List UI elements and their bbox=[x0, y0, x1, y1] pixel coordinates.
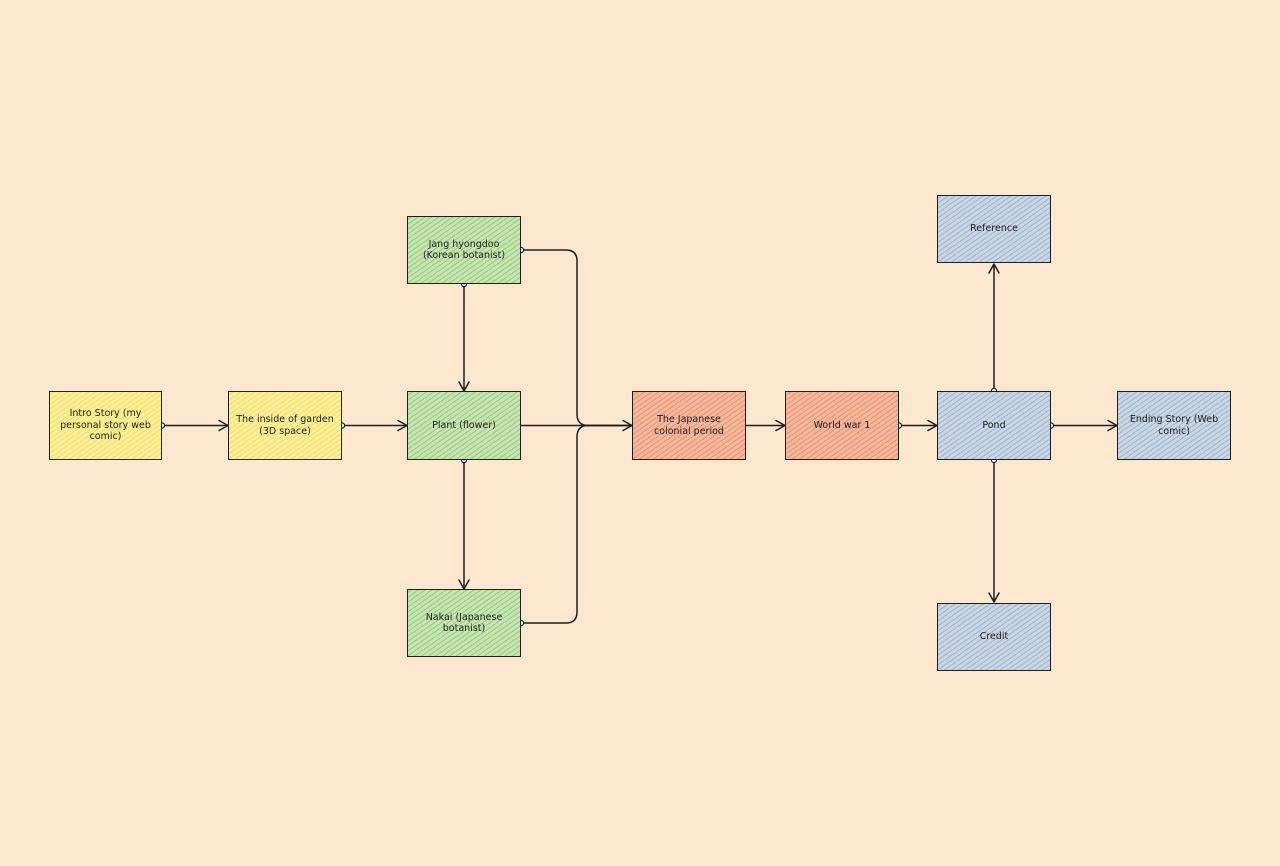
node-credit-label: Credit bbox=[979, 631, 1009, 643]
node-jang-hyongdoo-label: Jang hyongdoo (Korean botanist) bbox=[422, 238, 506, 261]
node-nakai[interactable]: Nakai (Japanese botanist) bbox=[407, 589, 521, 657]
node-plant-label: Plant (flower) bbox=[432, 419, 496, 431]
edge-pond-to-reference bbox=[988, 263, 1000, 392]
edge-garden-to-plant bbox=[341, 419, 408, 432]
node-nakai-label: Nakai (Japanese botanist) bbox=[425, 611, 503, 634]
edge-pond-to-ending bbox=[1050, 419, 1118, 432]
edge-plant-to-jang bbox=[458, 285, 470, 392]
node-inside-garden[interactable]: The inside of garden (3D space) bbox=[228, 391, 342, 460]
node-world-war[interactable]: World war 1 bbox=[785, 391, 899, 460]
node-intro-story-label: Intro Story (my personal story web comic… bbox=[60, 408, 151, 443]
node-ending-story[interactable]: Ending Story (Web comic) bbox=[1117, 391, 1231, 460]
node-japanese-colonial-period[interactable]: The Japanese colonial period bbox=[632, 391, 746, 460]
edge-intro-to-garden bbox=[161, 419, 229, 432]
node-pond[interactable]: Pond bbox=[937, 391, 1051, 460]
node-credit[interactable]: Credit bbox=[937, 603, 1051, 671]
node-inside-garden-label: The inside of garden (3D space) bbox=[236, 414, 334, 437]
node-reference[interactable]: Reference bbox=[937, 195, 1051, 263]
node-japanese-colonial-period-label: The Japanese colonial period bbox=[654, 414, 724, 437]
node-world-war-label: World war 1 bbox=[813, 419, 871, 431]
edge-jang-to-colonial bbox=[520, 249, 632, 427]
edge-ww1-to-pond bbox=[898, 419, 938, 432]
edge-pond-to-credit bbox=[988, 459, 1000, 603]
node-pond-label: Pond bbox=[982, 419, 1006, 431]
node-jang-hyongdoo[interactable]: Jang hyongdoo (Korean botanist) bbox=[407, 216, 521, 284]
node-reference-label: Reference bbox=[970, 223, 1018, 235]
node-intro-story[interactable]: Intro Story (my personal story web comic… bbox=[49, 391, 162, 460]
edge-colonial-to-ww1 bbox=[745, 419, 786, 432]
edge-plant-to-nakai bbox=[458, 460, 470, 590]
edge-nakai-to-colonial bbox=[520, 424, 632, 624]
node-plant[interactable]: Plant (flower) bbox=[407, 391, 521, 460]
node-ending-story-label: Ending Story (Web comic) bbox=[1129, 414, 1219, 437]
